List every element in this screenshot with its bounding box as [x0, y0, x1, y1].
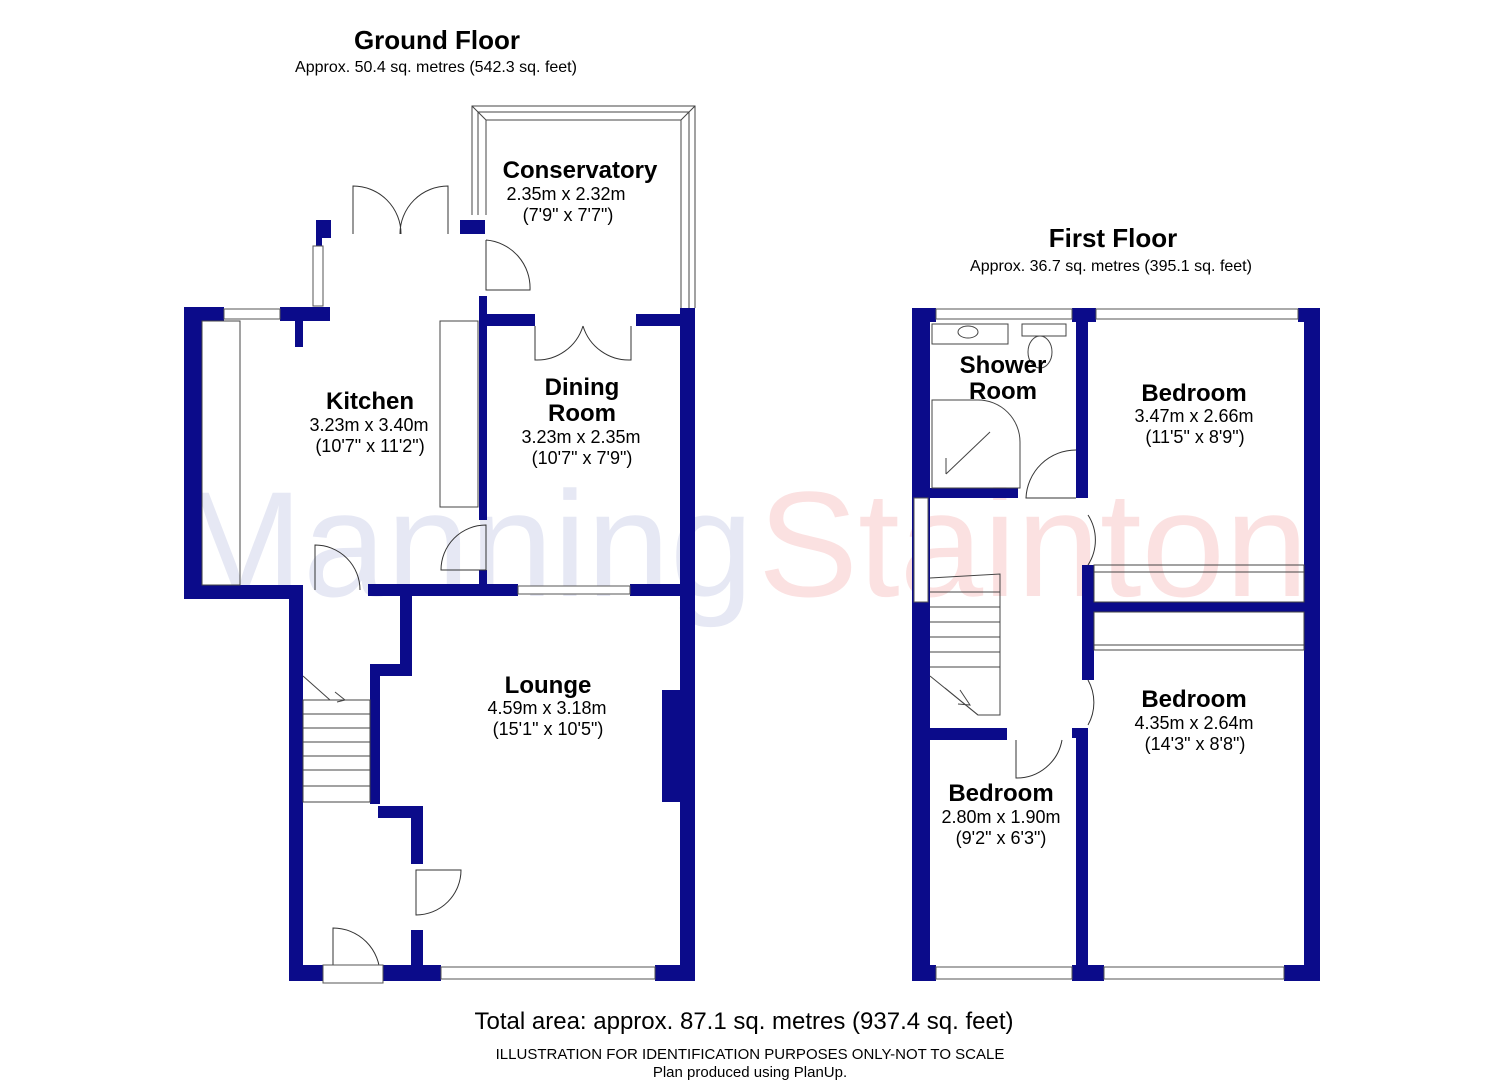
credit: Plan produced using PlanUp. — [653, 1064, 847, 1081]
watermark-part1: Manning — [178, 460, 753, 628]
bedroom2-imperial: (14'3" x 8'8") — [1145, 734, 1246, 754]
watermark: Manning Stainton — [178, 460, 1308, 628]
first-doors — [1015, 449, 1096, 779]
bedroom3-imperial: (9'2" x 6'3") — [956, 828, 1047, 848]
dining-metric: 3.23m x 2.35m — [521, 427, 640, 447]
first-stairs — [929, 573, 1001, 716]
labels: Ground Floor Approx. 50.4 sq. metres (54… — [295, 25, 1253, 1081]
kitchen-name: Kitchen — [326, 388, 414, 415]
lounge-name: Lounge — [505, 672, 592, 699]
ground-walls — [184, 220, 695, 981]
bedroom1-name: Bedroom — [1141, 380, 1246, 407]
kitchen-imperial: (10'7" x 11'2") — [315, 436, 424, 456]
first-floor-plan — [912, 308, 1320, 981]
kitchen-counters — [201, 320, 479, 586]
ground-windows — [223, 245, 656, 980]
ground-floor-plan — [184, 105, 696, 984]
dining-imperial: (10'7" x 7'9") — [532, 448, 633, 468]
conservatory-imperial: (7'9" x 7'7") — [523, 205, 614, 225]
first-floor-title: First Floor — [1049, 223, 1178, 253]
first-walls — [912, 308, 1320, 981]
ground-doors — [314, 185, 632, 984]
bedroom3-metric: 2.80m x 1.90m — [941, 807, 1060, 827]
total-area: Total area: approx. 87.1 sq. metres (937… — [475, 1008, 1014, 1035]
ground-stairs — [302, 675, 371, 803]
conservatory-name: Conservatory — [503, 157, 658, 184]
bedroom1-metric: 3.47m x 2.66m — [1134, 406, 1253, 426]
disclaimer: ILLUSTRATION FOR IDENTIFICATION PURPOSES… — [496, 1046, 1005, 1063]
shower-name-line1: Shower — [960, 352, 1047, 379]
kitchen-metric: 3.23m x 3.40m — [309, 415, 428, 435]
conservatory-frame — [471, 105, 696, 308]
wardrobes — [1093, 564, 1305, 651]
bedroom1-imperial: (11'5" x 8'9") — [1145, 427, 1244, 447]
dining-name-line2: Room — [548, 400, 616, 427]
first-floor-area: Approx. 36.7 sq. metres (395.1 sq. feet) — [970, 258, 1252, 275]
watermark-part2: Stainton — [758, 460, 1308, 628]
lounge-imperial: (15'1" x 10'5") — [493, 719, 604, 739]
bedroom3-name: Bedroom — [948, 780, 1053, 807]
lounge-metric: 4.59m x 3.18m — [487, 698, 606, 718]
first-windows — [913, 308, 1299, 980]
ground-floor-title: Ground Floor — [354, 25, 520, 55]
ground-floor-area: Approx. 50.4 sq. metres (542.3 sq. feet) — [295, 59, 577, 76]
shower-name-line2: Room — [969, 378, 1037, 405]
bedroom2-name: Bedroom — [1141, 686, 1246, 713]
conservatory-metric: 2.35m x 2.32m — [506, 184, 625, 204]
shower-fittings — [931, 323, 1067, 489]
bedroom2-metric: 4.35m x 2.64m — [1134, 713, 1253, 733]
dining-name-line1: Dining — [545, 374, 620, 401]
